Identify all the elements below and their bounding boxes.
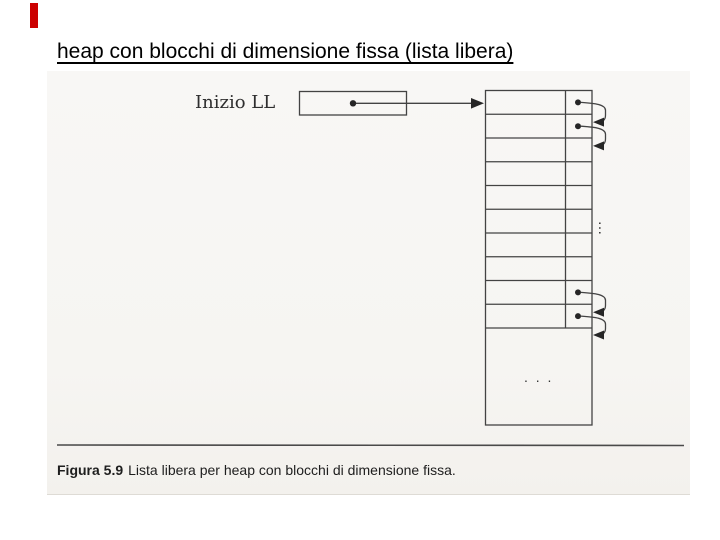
caption-text: Lista libera per heap con blocchi di dim… (128, 462, 456, 478)
pointer-box-label: Inizio LL (195, 92, 276, 113)
figure-panel (47, 71, 690, 495)
vertical-ellipsis: … (595, 220, 612, 236)
page-title: heap con blocchi di dimensione fissa (li… (57, 40, 514, 63)
bottom-block-ellipsis: . . . (524, 369, 554, 385)
accent-bar (30, 3, 38, 28)
caption-label: Figura 5.9 (57, 462, 124, 478)
